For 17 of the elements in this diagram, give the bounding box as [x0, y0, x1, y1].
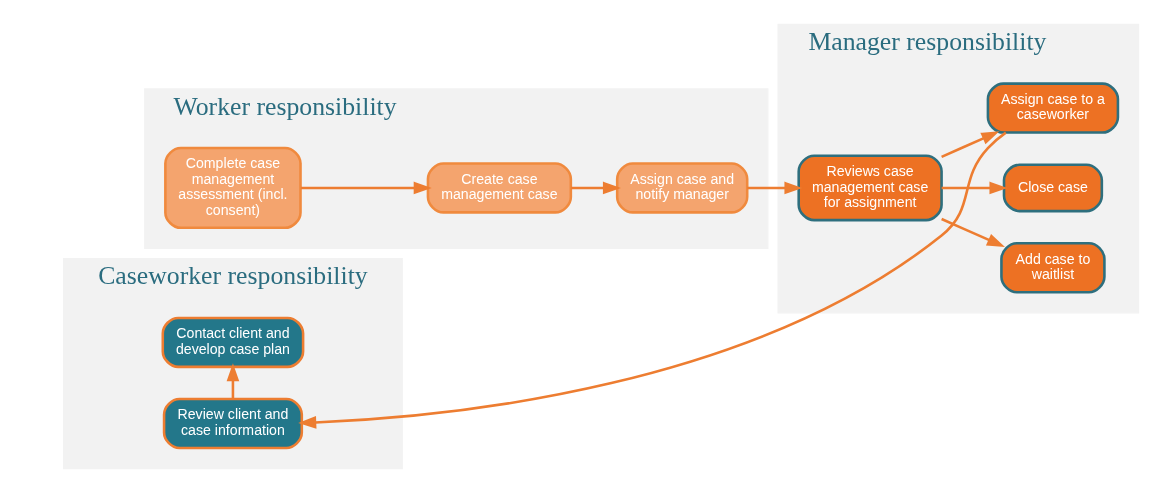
- arrow: [941, 130, 1000, 158]
- arrow: [226, 362, 240, 399]
- node-box: Contact client and develop case plan: [161, 316, 305, 368]
- arrow: [570, 181, 621, 194]
- arrow: [941, 181, 1008, 194]
- arrow: [300, 181, 432, 194]
- node-box: Reviews case management case for assignment: [797, 153, 943, 221]
- node-box: Add case to waitlist: [1000, 241, 1106, 293]
- node-box: Review client and case information: [162, 397, 304, 449]
- arrow: [747, 181, 803, 194]
- node-box: Complete case management assessment (incl. consent): [164, 146, 302, 229]
- node-box: Close case: [1002, 162, 1104, 212]
- arrow: [941, 217, 1005, 247]
- node-box: Create case management case: [426, 161, 573, 214]
- node-box: Assign case to a caseworker: [986, 81, 1120, 134]
- node-box: Assign case and notify manager: [615, 161, 749, 214]
- arrow: [298, 131, 1007, 429]
